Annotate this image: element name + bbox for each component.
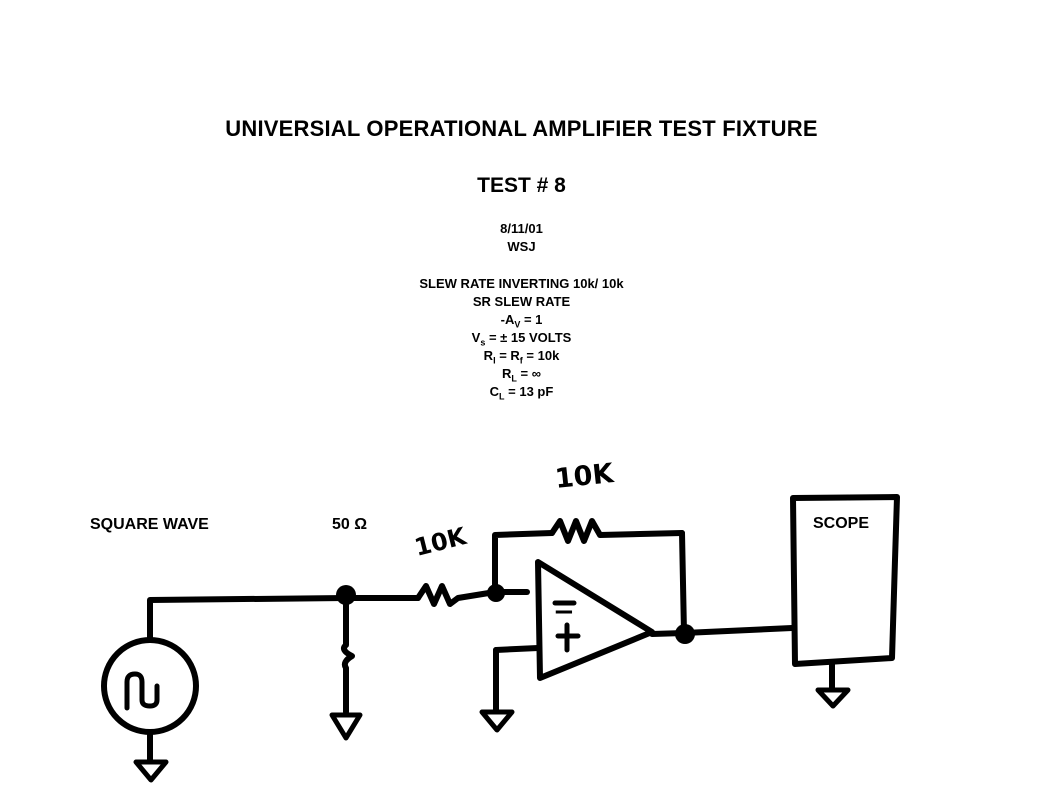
junction-dot: [336, 585, 356, 605]
output-wire: [649, 625, 795, 637]
test-parameter: SR SLEW RATE: [472, 294, 571, 309]
scope-box-icon: [790, 494, 900, 667]
input-wire: [147, 595, 349, 643]
feedback-resistor-label: 10K: [553, 458, 615, 495]
gain-condition: -AV = 1: [500, 312, 543, 330]
input-resistor-icon: [415, 583, 498, 607]
test-author: WSJ: [507, 239, 536, 254]
test-name: SLEW RATE INVERTING 10k/ 10k: [419, 276, 624, 291]
input-resistor-label: 10K: [412, 522, 471, 562]
resistor-condition: RI = Rf = 10k: [483, 348, 560, 366]
termination-label: 50 Ω: [332, 516, 368, 533]
ground-icon: [133, 729, 169, 783]
load-capacitance-condition: CL = 13 pF: [489, 384, 554, 402]
opamp-inverting-sign: −: [553, 597, 575, 627]
test-number: TEST # 8: [477, 174, 566, 197]
feedback-resistor-icon: [549, 518, 685, 544]
scope-label: SCOPE: [813, 515, 870, 532]
supply-condition: Vs = ± 15 VOLTS: [471, 330, 572, 348]
load-resistance-condition: RL = ∞: [502, 366, 541, 384]
ground-icon: [329, 712, 363, 741]
termination-resistor-icon: [341, 595, 355, 715]
square-wave-label: SQUARE WAVE: [90, 516, 209, 533]
noninverting-input-wire: [493, 645, 541, 653]
feedback-wire-left: [492, 530, 555, 595]
test-date: 8/11/01: [500, 221, 543, 236]
junction-dot: [487, 584, 505, 602]
page-title: UNIVERSIAL OPERATIONAL AMPLIFIER TEST FI…: [225, 116, 818, 141]
junction-dot: [675, 624, 695, 644]
ground-icon: [479, 709, 515, 733]
feedback-wire-right: [679, 530, 687, 636]
opamp-icon: [535, 559, 655, 681]
ground-icon: [815, 687, 851, 709]
square-wave-source-icon: [101, 637, 199, 735]
